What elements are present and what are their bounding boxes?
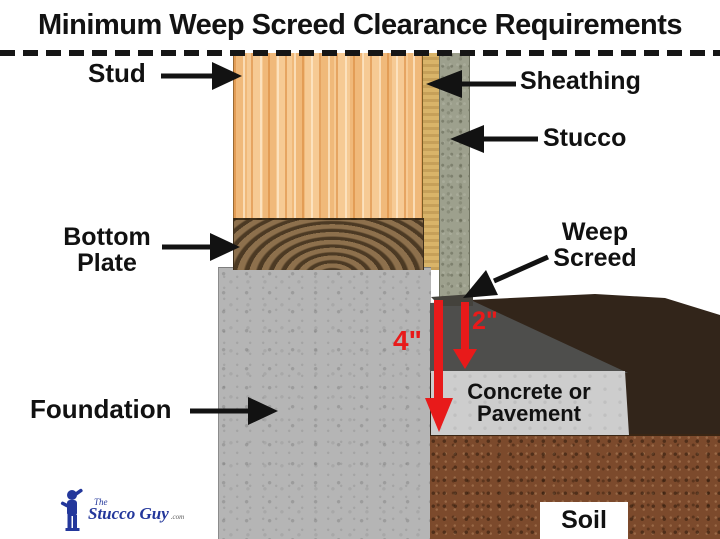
dashed-wall-line (0, 50, 720, 56)
pavement-label: Concrete or Pavement (443, 381, 615, 425)
weep-screed-arrow (463, 254, 550, 298)
pavement-slab-graphic (431, 371, 629, 435)
sheathing-label: Sheathing (520, 67, 641, 95)
stud-label: Stud (88, 58, 146, 88)
soil-label: Soil (561, 506, 607, 534)
bottom-plate-arrow (162, 233, 240, 261)
bottom-plate-graphic (233, 218, 424, 270)
weep-screed-label-line2: Screed (553, 244, 637, 272)
pavement-label-line1: Concrete or (467, 379, 591, 404)
foundation-label: Foundation (30, 394, 172, 424)
weep-screed-label-line1: Weep (561, 218, 629, 246)
logo-prefix: The (94, 496, 108, 507)
weep-screed-label: Weep Screed (540, 219, 650, 271)
four-inch-dimension: 4" (393, 325, 422, 356)
stucco-guy-mascot-icon (60, 488, 83, 531)
foundation-graphic (218, 267, 431, 539)
stucco-label: Stucco (543, 124, 627, 152)
stucco-graphic (439, 53, 470, 298)
logo-suffix: .com (170, 512, 185, 521)
soil-graphic (430, 434, 720, 539)
logo-name: Stucco Guy (88, 503, 169, 523)
stud-arrow (161, 62, 242, 90)
stucco-guy-logo: The Stucco Guy.com (56, 484, 196, 536)
bottom-plate-label-line2: Plate (77, 249, 137, 277)
sheathing-graphic (422, 53, 441, 270)
logo-text: The Stucco Guy.com (88, 496, 185, 523)
pavement-label-line2: Pavement (477, 401, 581, 426)
stud-graphic (233, 53, 424, 218)
two-inch-dimension: 2" (472, 307, 498, 335)
page-title: Minimum Weep Screed Clearance Requiremen… (37, 9, 683, 41)
bottom-plate-label: Bottom Plate (48, 224, 166, 276)
soil-label-box: Soil (540, 502, 628, 539)
bottom-plate-label-line1: Bottom (63, 223, 151, 251)
